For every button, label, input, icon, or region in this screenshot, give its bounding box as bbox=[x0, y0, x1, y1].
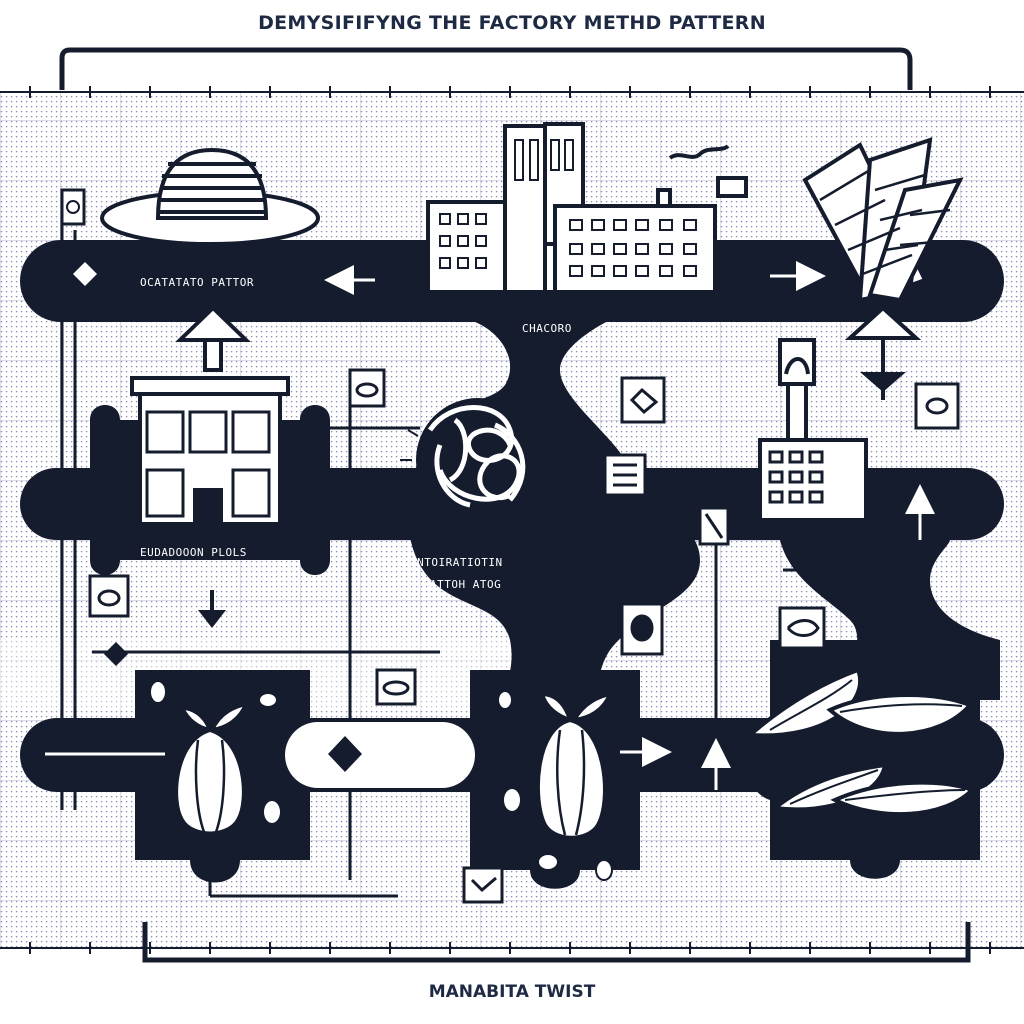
bottom-band-highlight bbox=[285, 722, 475, 788]
arrow-up-left bbox=[175, 305, 251, 372]
cacao-beans-icon bbox=[149, 680, 613, 881]
dish-badge-icon bbox=[88, 368, 960, 904]
top-bracket bbox=[59, 47, 913, 90]
food-grid-building-icon bbox=[130, 376, 290, 526]
top-band-label: OCATATATO PATTOR bbox=[140, 276, 254, 289]
pasta-knot-icon bbox=[416, 398, 540, 522]
ruler-bottom bbox=[0, 942, 1024, 954]
left-box-label: EUDADOOON PLOLS bbox=[140, 546, 247, 559]
center-top-label: CHACORO bbox=[522, 322, 572, 335]
diagram-title: DEMYSIFIFYNG THE FACTORY METHD PATTERN bbox=[258, 12, 766, 34]
left-rails bbox=[60, 200, 77, 810]
arrow-up-right bbox=[844, 305, 922, 400]
ruler-top bbox=[0, 86, 1024, 98]
chocolate-bar-icon bbox=[802, 137, 964, 303]
cacao-pod-icon bbox=[535, 691, 614, 840]
dish-badge-icon bbox=[60, 188, 86, 226]
striped-hat-icon bbox=[100, 147, 320, 246]
cacao-beans-icon bbox=[745, 667, 976, 817]
center-knot-label-2: ATTOH ATOG bbox=[430, 578, 501, 591]
small-factory-icon bbox=[758, 338, 868, 522]
puzzle-piece-pods bbox=[747, 640, 980, 879]
diamond-marker bbox=[73, 262, 97, 286]
footer-caption: MANABITA TWIST bbox=[428, 982, 596, 1002]
center-knot-label-1: INTOIRATIOTIN bbox=[410, 556, 503, 569]
diamond-marker bbox=[104, 642, 128, 666]
city-factory-icon bbox=[390, 122, 748, 294]
bottom-bracket bbox=[142, 922, 971, 963]
cacao-pod-icon bbox=[174, 701, 250, 836]
pasta-rays bbox=[400, 423, 557, 461]
diamond-marker bbox=[328, 736, 362, 772]
arrow-down-left bbox=[198, 590, 226, 628]
